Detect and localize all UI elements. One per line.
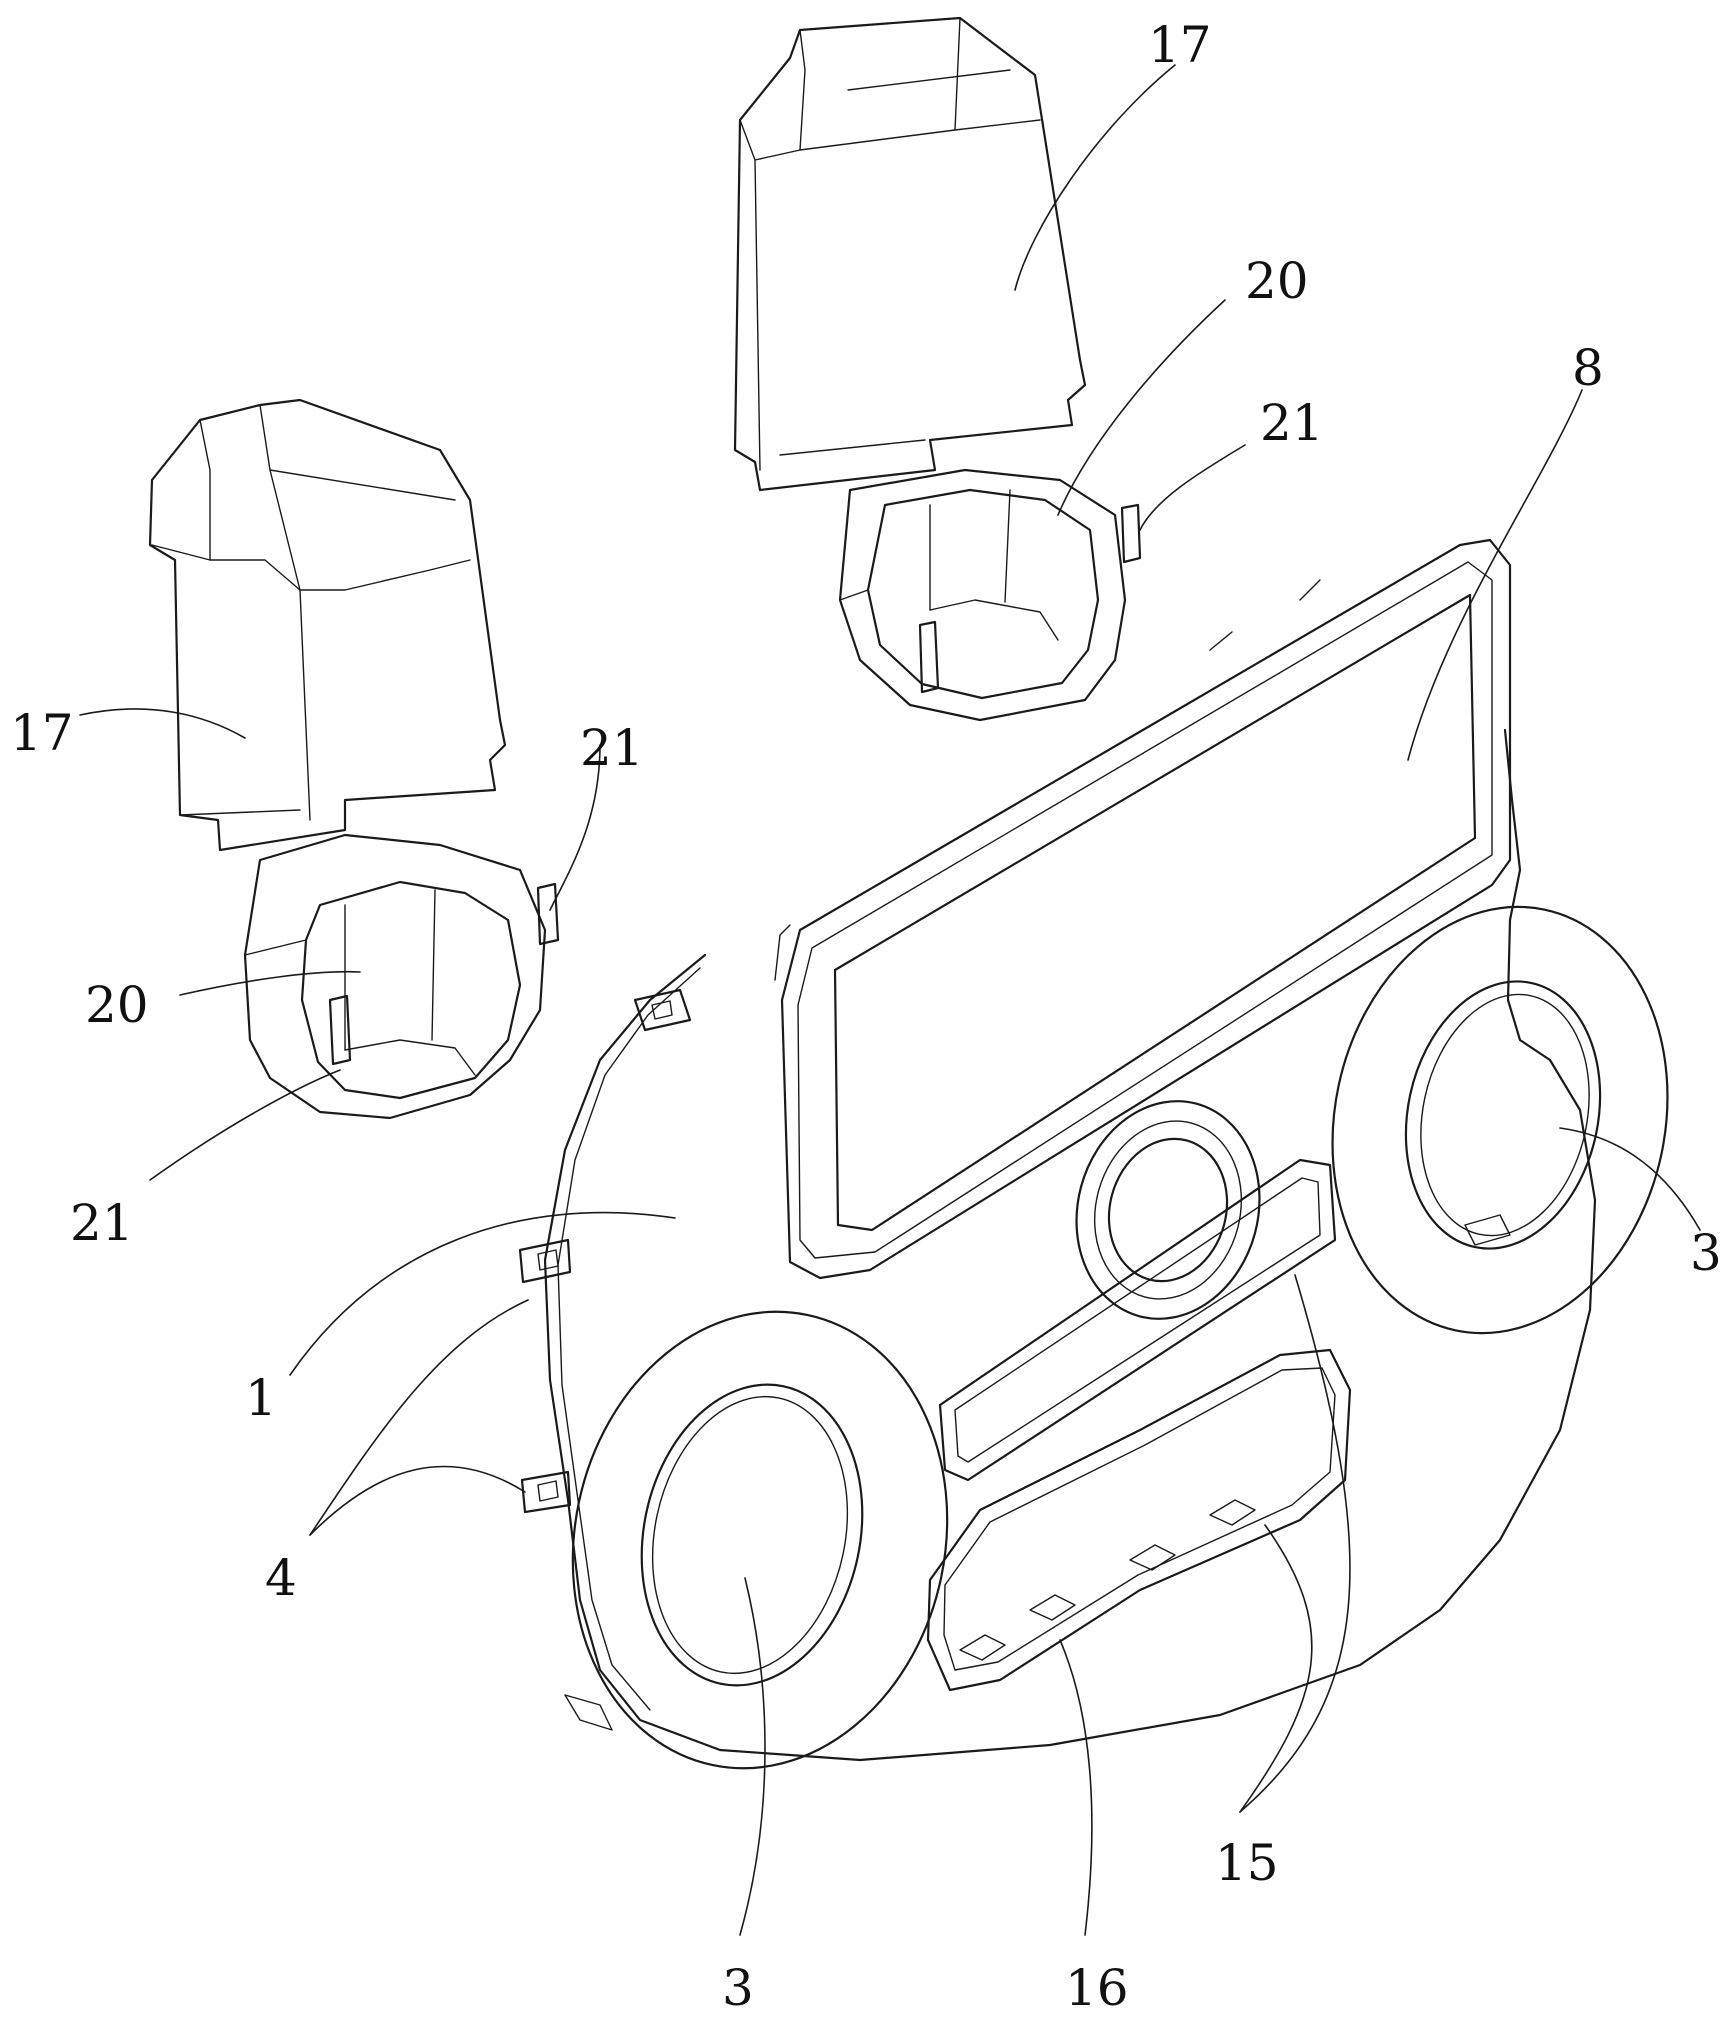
- label-4: 4: [265, 1549, 297, 1607]
- label-8: 8: [1572, 339, 1604, 397]
- bracket-left: [148, 398, 560, 1120]
- label-3-bottom: 3: [722, 1959, 754, 2017]
- label-3-right: 3: [1690, 1224, 1722, 1282]
- label-20-left: 20: [85, 976, 149, 1034]
- label-21-left-upper: 21: [580, 719, 644, 777]
- bracket-top: [733, 16, 1142, 722]
- label-15: 15: [1215, 1834, 1279, 1892]
- label-1: 1: [245, 1369, 277, 1427]
- reference-labels: 17 17 20 20 21 21 21 8 3 3 1 4 15 16: [10, 16, 1722, 2017]
- leader-lines: [79, 64, 1701, 1936]
- label-16: 16: [1065, 1959, 1129, 2017]
- label-21-left-lower: 21: [70, 1194, 134, 1252]
- label-17-top: 17: [1148, 16, 1212, 74]
- label-21-top: 21: [1260, 394, 1324, 452]
- label-17-left: 17: [10, 704, 74, 762]
- instrument-panel: [518, 538, 1669, 1770]
- label-20-top: 20: [1245, 252, 1309, 310]
